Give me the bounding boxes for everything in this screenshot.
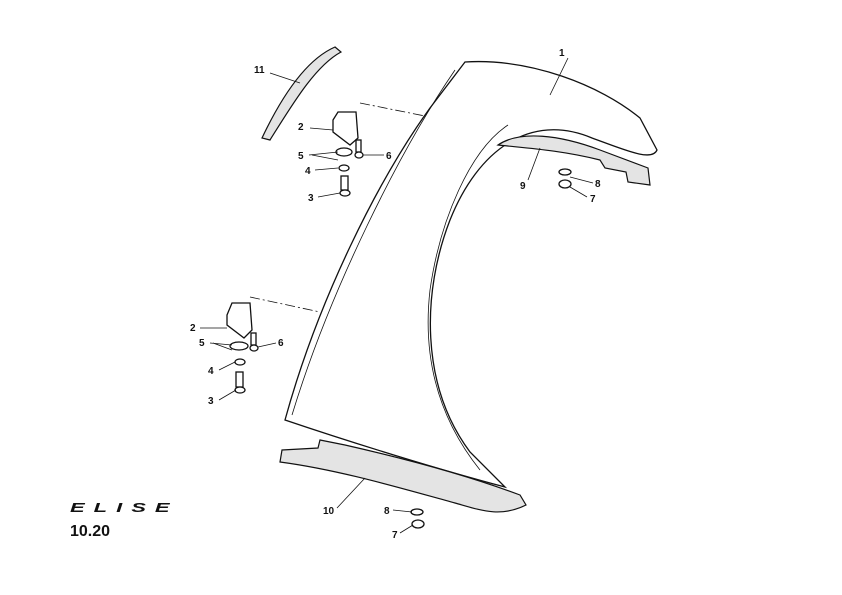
callout-upper-3: 3 [308, 193, 314, 204]
callout-lower-4: 4 [208, 366, 214, 377]
elise-logo: ELISE [70, 500, 179, 515]
callout-arch-7: 7 [590, 194, 596, 205]
callout-lower-5: 5 [199, 338, 205, 349]
callout-lower-2: 2 [190, 323, 196, 334]
callout-lower-6: 6 [278, 338, 284, 349]
front-wing-panel [284, 60, 658, 489]
panel-arch-line [427, 124, 509, 471]
callout-lower-3: 3 [208, 396, 214, 407]
callout-11: 11 [254, 65, 265, 76]
callout-sill-7: 7 [392, 530, 398, 541]
callout-upper-2: 2 [298, 122, 304, 133]
callout-10: 10 [323, 506, 335, 517]
callout-sill-8: 8 [384, 506, 390, 517]
arch-foam-strip-9 [496, 135, 651, 186]
page-code: 10.20 [70, 523, 111, 540]
callout-1: 1 [559, 48, 565, 59]
callout-upper-4: 4 [305, 166, 311, 177]
upper-bracket-assembly [332, 111, 364, 197]
callout-arch-8: 8 [595, 179, 601, 190]
lower-bracket-assembly [226, 302, 259, 394]
callout-9: 9 [520, 181, 526, 192]
sill-foam-strip-10 [279, 439, 527, 513]
callout-upper-5: 5 [298, 151, 304, 162]
panel-edge-line [291, 69, 456, 416]
trim-strip-11 [261, 46, 343, 141]
callout-upper-6: 6 [386, 151, 392, 162]
